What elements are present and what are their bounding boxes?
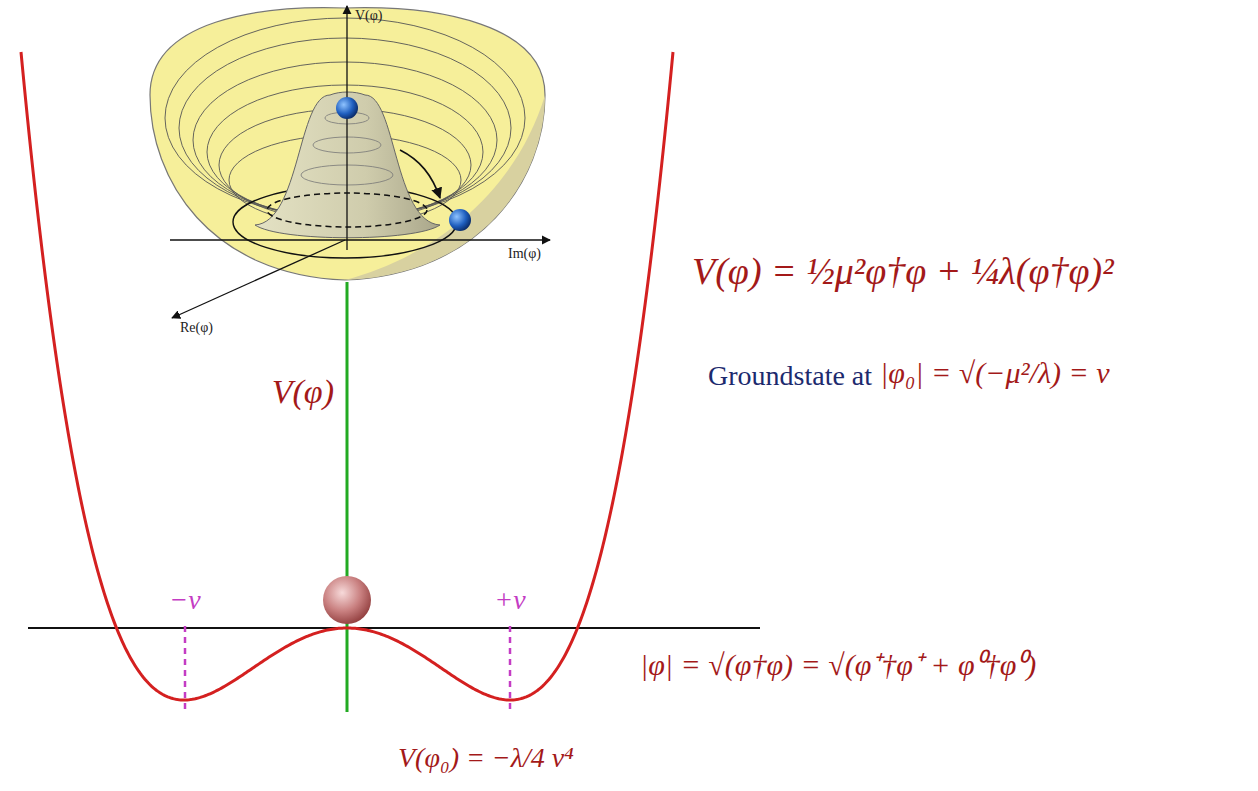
groundstate-text-box: Groundstate at (708, 360, 872, 392)
vev-label: +v (494, 584, 525, 615)
modulus-formula: |φ| = √(φ†φ) = √(φ⁺†φ⁺ + φ⁰†φ⁰) (640, 648, 1036, 681)
groundstate-text: Groundstate at (708, 360, 872, 391)
minimum-value-box: V(φ₀) = −λ/4 v⁴ (398, 742, 574, 774)
groundstate-formula: |φ₀| = √(−μ²/λ) = v (880, 356, 1109, 389)
axis-label-box: Im(φ) (508, 246, 541, 262)
axis-label-box: V(φ) (272, 372, 334, 411)
axis-label: Re(φ) (180, 320, 213, 335)
field-axis (28, 627, 760, 629)
modulus-formula-box: |φ| = √(φ†φ) = √(φ⁺†φ⁺ + φ⁰†φ⁰) (640, 648, 1036, 683)
axis-label: V(φ) (272, 373, 334, 410)
axis-label-box: Re(φ) (180, 320, 213, 336)
vev-label-box: −v (169, 584, 200, 616)
ball-ground (449, 209, 471, 231)
axis-label: V(φ) (355, 8, 383, 23)
axis-label: Im(φ) (508, 246, 541, 261)
vev-label: −v (169, 584, 200, 615)
axis-label-box: V(φ) (355, 8, 383, 24)
minimum-value: V(φ₀) = −λ/4 v⁴ (398, 742, 574, 773)
vev-label-box: +v (494, 584, 525, 616)
field-axes (170, 6, 550, 318)
ball-top (336, 97, 358, 119)
potential-curve (21, 52, 673, 700)
potential-formula: V(φ) = ½μ²φ†φ + ¼λ(φ†φ)² (692, 250, 1114, 292)
potential-formula-box: V(φ) = ½μ²φ†φ + ¼λ(φ†φ)² (692, 250, 1114, 294)
ball-unstable (323, 576, 371, 624)
groundstate-formula-box: |φ₀| = √(−μ²/λ) = v (880, 356, 1109, 391)
potential-axis (346, 282, 349, 712)
